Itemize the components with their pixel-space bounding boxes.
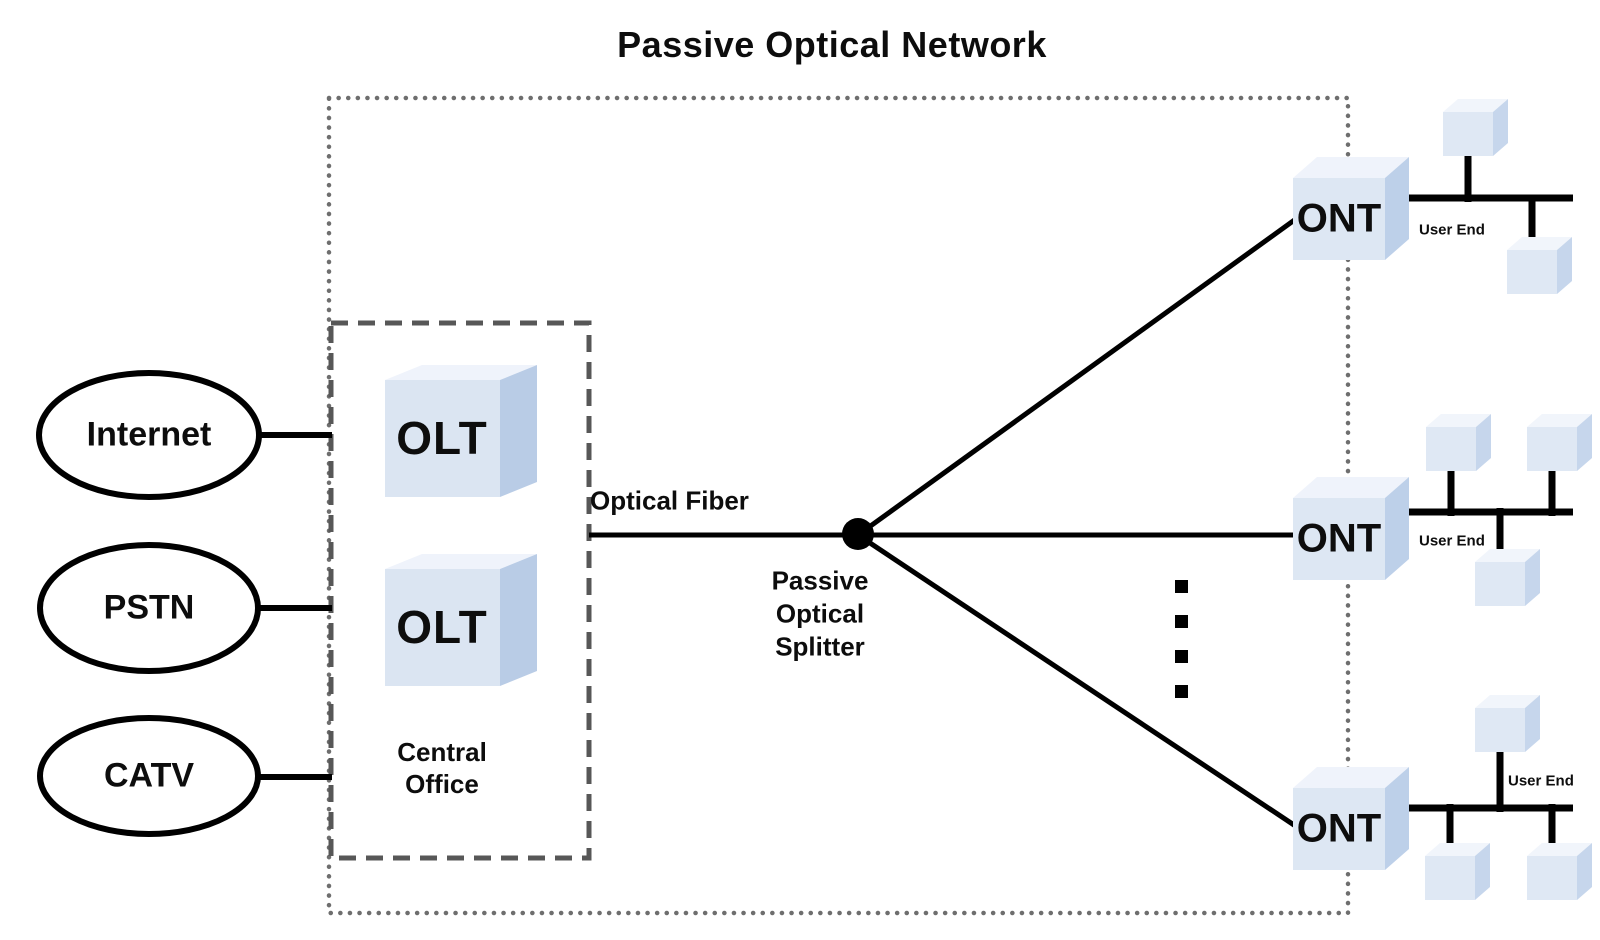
user-cube-bottom-3	[1527, 843, 1592, 900]
olt-label-1: OLT	[396, 412, 488, 464]
olt-cube-1	[385, 365, 537, 497]
ont-cube-1	[1293, 157, 1409, 260]
ellipsis-dots	[1175, 580, 1188, 698]
ont-label-3: ONT	[1296, 806, 1382, 851]
olt-cube-2	[385, 554, 537, 686]
user-cube-middle-1	[1426, 414, 1491, 471]
user-end-label-1: User End	[1419, 221, 1485, 239]
user-end-label-2: User End	[1419, 532, 1485, 550]
pstn-ellipse	[37, 542, 261, 674]
passive-splitter-node	[842, 518, 874, 550]
central-office-dashed-boundary	[328, 320, 592, 861]
ont-cube-3	[1293, 767, 1409, 870]
user-bus-bottom	[1409, 748, 1573, 858]
fiber-branch-bottom	[856, 532, 1302, 832]
ont-label-2: ONT	[1296, 516, 1382, 561]
source-connectors	[254, 432, 332, 780]
ont-cube-2	[1293, 477, 1409, 580]
user-cube-top-1	[1443, 99, 1508, 156]
internet-label: Internet	[86, 415, 212, 454]
user-cube-middle-3	[1475, 549, 1540, 606]
diagram-title: Passive Optical Network	[617, 24, 1047, 65]
fiber-branch-top	[856, 213, 1302, 538]
internet-ellipse	[36, 370, 262, 500]
fiber-lines	[589, 213, 1302, 832]
catv-ellipse	[37, 715, 261, 837]
central-office-label: Central Office	[397, 737, 487, 799]
olt-label-2: OLT	[396, 601, 488, 653]
pon-dotted-boundary	[326, 95, 1351, 916]
user-cube-middle-2	[1527, 414, 1592, 471]
user-bus-middle	[1409, 466, 1573, 566]
user-cube-bottom-2	[1425, 843, 1490, 900]
user-cube-top-2	[1507, 237, 1572, 294]
user-cube-bottom-1	[1475, 695, 1540, 752]
catv-label: CATV	[103, 756, 195, 795]
ont-label-1: ONT	[1296, 196, 1382, 241]
passive-optical-splitter-label: Passive Optical Splitter	[771, 565, 869, 662]
user-end-label-3: User End	[1508, 772, 1574, 790]
pstn-label: PSTN	[103, 588, 195, 627]
optical-fiber-label: Optical Fiber	[590, 485, 749, 516]
source-ellipses	[36, 370, 262, 837]
